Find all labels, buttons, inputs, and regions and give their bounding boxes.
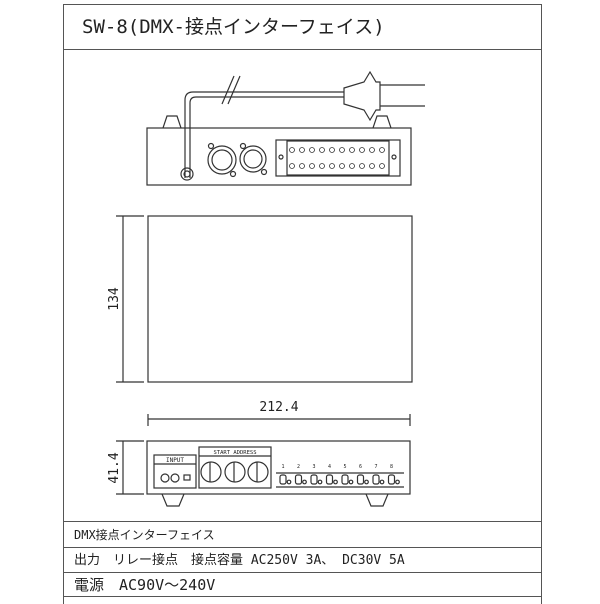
terminal-screw	[319, 163, 325, 169]
terminal-screw	[309, 147, 315, 153]
dip-switch-6[interactable]: 6	[356, 464, 369, 485]
terminal-screw	[359, 147, 365, 153]
terminal-screw	[319, 147, 325, 153]
start-address-label: START ADDRESS	[213, 450, 256, 456]
spec-row-output: 出力 リレー接点 接点容量 AC250V 3A、 DC30V 5A	[64, 547, 541, 572]
switch-number: 6	[359, 464, 362, 470]
terminal-screw	[349, 147, 355, 153]
dip-switch-3[interactable]: 3	[310, 464, 323, 485]
terminal-screw	[349, 163, 355, 169]
dip-switch-4[interactable]: 4	[325, 464, 338, 485]
terminal-screw	[289, 147, 295, 153]
front-view: 41.4 INPUT START ADDRESS 1 2 3 4 5 6 7 8	[107, 440, 411, 507]
dmx-connector-in	[207, 142, 237, 178]
terminal-screw	[329, 163, 335, 169]
terminal-screw	[379, 147, 385, 153]
switch-number: 5	[343, 464, 346, 470]
page-title: SW-8(DMX-接点インターフェイス)	[64, 5, 541, 50]
terminal-screw	[299, 147, 305, 153]
dip-switch-7[interactable]: 7	[372, 464, 385, 485]
terminal-screw	[309, 163, 315, 169]
terminal-screw	[289, 163, 295, 169]
switch-number: 4	[328, 464, 331, 470]
address-dial-10[interactable]	[224, 461, 246, 483]
terminal-screw	[329, 147, 335, 153]
dip-switch-5[interactable]: 5	[341, 464, 354, 485]
switch-number: 3	[312, 464, 315, 470]
switch-number: 1	[281, 464, 284, 470]
dip-switch-1[interactable]: 1	[279, 464, 292, 485]
terminal-screw	[379, 163, 385, 169]
power-plug	[343, 70, 425, 122]
spec-row-name: DMX接点インターフェイス	[64, 521, 541, 547]
switch-number: 7	[374, 464, 377, 470]
top-view: 134 212.4	[107, 215, 413, 426]
terminal-screw	[299, 163, 305, 169]
width-dimension: 212.4	[259, 400, 298, 415]
spec-sheet-frame: SW-8(DMX-接点インターフェイス) DMX接点インターフェイス 出力 リレ…	[63, 4, 542, 604]
switch-number: 8	[390, 464, 393, 470]
depth-dimension: 134	[107, 287, 122, 311]
rear-view	[146, 70, 425, 186]
terminal-screw	[339, 147, 345, 153]
terminal-screw	[369, 147, 375, 153]
terminal-screw	[359, 163, 365, 169]
power-cord	[184, 91, 344, 178]
switch-number: 2	[297, 464, 300, 470]
terminal-block	[275, 139, 401, 177]
address-dial-100[interactable]	[200, 461, 222, 483]
input-label: INPUT	[166, 457, 184, 464]
spec-row-power: 電源 AC90V～240V	[64, 572, 541, 597]
dip-switch-2[interactable]: 2	[294, 464, 307, 485]
dmx-connector-out	[239, 142, 268, 176]
terminal-screw	[369, 163, 375, 169]
address-dial-1[interactable]	[247, 461, 269, 483]
terminal-screw	[339, 163, 345, 169]
dip-switch-8[interactable]: 8	[387, 464, 400, 485]
height-dimension: 41.4	[107, 452, 122, 483]
